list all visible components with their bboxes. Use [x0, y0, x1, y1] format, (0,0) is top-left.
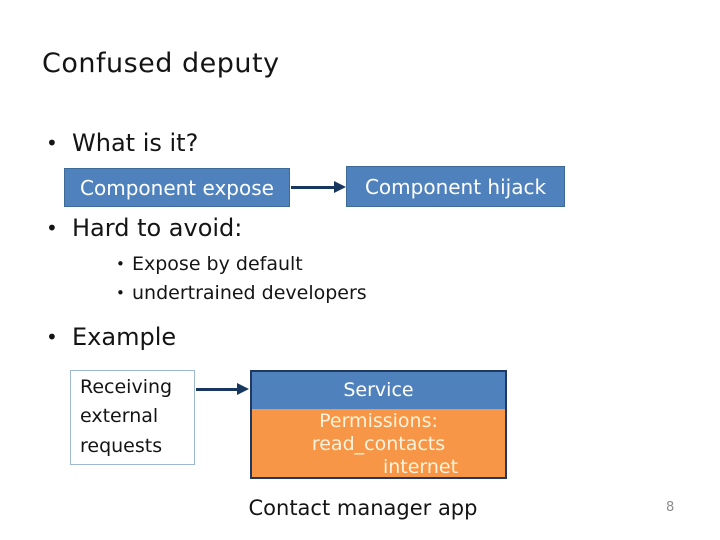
component-hijack-label: Component hijack: [364, 174, 547, 199]
bullet-hard-to-avoid: • Hard to avoid:: [46, 214, 242, 242]
service-band: Service: [252, 372, 505, 409]
arrow-expose-to-hijack-head: [334, 181, 346, 193]
slide-title: Confused deputy: [42, 48, 280, 79]
sub-bullet-expose-label: Expose by default: [132, 253, 303, 275]
sub-bullet-undertrained-developers: • undertrained developers: [116, 282, 367, 304]
permissions-band: Permissions: read_contacts internet: [252, 409, 505, 478]
bullet-icon: •: [46, 216, 58, 240]
contact-manager-app-box: Service Permissions: read_contacts inter…: [250, 370, 507, 479]
component-hijack-box: Component hijack: [346, 166, 565, 207]
permission-internet: internet: [382, 456, 459, 478]
arrow-requests-to-service: [196, 388, 238, 391]
bullet-icon: •: [46, 325, 58, 349]
bullet-example: • Example: [46, 323, 176, 351]
component-expose-box: Component expose: [64, 168, 290, 207]
page-number: 8: [666, 500, 675, 515]
bullet-what-is-it: • What is it?: [46, 129, 198, 157]
receiving-external-requests-box: Receiving external requests: [70, 370, 195, 465]
component-expose-label: Component expose: [80, 175, 274, 200]
bullet-hard-label: Hard to avoid:: [72, 214, 243, 242]
bullet-icon: •: [116, 284, 125, 302]
sub-bullet-expose-by-default: • Expose by default: [116, 253, 303, 275]
bullet-what-label: What is it?: [72, 129, 199, 157]
sub-bullet-undertrained-label: undertrained developers: [132, 282, 367, 304]
contact-manager-app-caption: Contact manager app: [248, 496, 478, 520]
permissions-title: Permissions:: [319, 410, 438, 432]
bullet-example-label: Example: [72, 323, 177, 351]
bullet-icon: •: [116, 255, 125, 273]
bullet-icon: •: [46, 131, 58, 155]
arrow-requests-to-service-head: [237, 383, 249, 395]
permission-read-contacts: read_contacts: [311, 433, 446, 455]
arrow-expose-to-hijack: [291, 186, 335, 189]
